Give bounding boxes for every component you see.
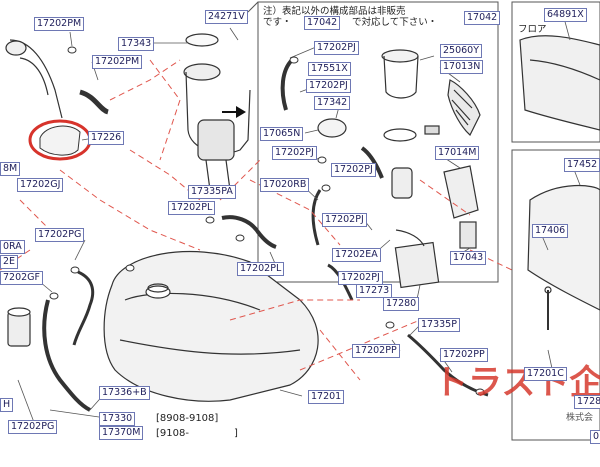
part-label[interactable]: 17335PA <box>188 185 236 199</box>
part-label[interactable]: 0RA <box>0 240 25 254</box>
part-label[interactable]: 17202PJ <box>306 79 351 93</box>
part-label[interactable]: 17202PP <box>440 348 488 362</box>
part-label[interactable]: 17330 <box>99 412 136 426</box>
part-label[interactable]: 17202PL <box>168 201 216 215</box>
date-range-2-close: ] <box>234 428 238 439</box>
part-label[interactable]: 17202PM <box>92 55 143 69</box>
part-label[interactable]: 2E <box>0 255 19 269</box>
part-label[interactable]: 17370M <box>99 426 144 440</box>
part-label[interactable]: 17336+B <box>99 386 150 400</box>
part-label[interactable]: 17202PJ <box>272 146 317 160</box>
part-label[interactable]: 17042 <box>304 16 341 30</box>
part-label[interactable]: 17201C <box>524 367 567 381</box>
part-label[interactable]: 17202PG <box>8 420 58 434</box>
floor-box-frame <box>511 1 600 143</box>
part-label[interactable]: 17202PM <box>34 17 85 31</box>
part-label[interactable]: 17202PG <box>35 228 85 242</box>
fuel-tank <box>103 250 319 402</box>
part-label[interactable]: 17280 <box>383 297 420 311</box>
part-label[interactable]: 17335P <box>418 318 460 332</box>
part-label[interactable]: 17043 <box>450 251 487 265</box>
shield-panel <box>527 184 600 330</box>
detail-box-corner <box>247 1 259 13</box>
part-label[interactable]: 17406 <box>532 224 569 238</box>
part-label[interactable]: 17202PP <box>352 344 400 358</box>
detail-components <box>280 49 481 289</box>
arrow-head-icon <box>236 106 246 118</box>
floor-label: フロア <box>518 24 547 35</box>
part-label[interactable]: 25060Y <box>440 44 483 58</box>
part-label[interactable]: 17202PJ <box>314 41 359 55</box>
part-label[interactable]: 17201 <box>308 390 345 404</box>
part-label[interactable]: 17020RB <box>260 178 310 192</box>
part-label[interactable]: 17343 <box>118 37 155 51</box>
part-label[interactable]: 24271V <box>205 10 248 24</box>
date-range-1: [8908-9108] <box>156 413 219 424</box>
part-label[interactable]: 17202PJ <box>322 213 367 227</box>
part-label[interactable]: 17042 <box>464 11 501 25</box>
part-label[interactable]: 17226 <box>88 131 125 145</box>
detail-note-line2a: です・ <box>263 17 292 28</box>
part-label[interactable]: 7202GF <box>0 271 44 285</box>
canister <box>7 307 31 347</box>
watermark: トラスト企 <box>434 363 600 403</box>
part-label[interactable]: 8M <box>0 162 21 176</box>
part-label[interactable]: 17013N <box>440 60 484 74</box>
part-label[interactable]: H <box>0 398 14 412</box>
date-range-2: [9108- <box>156 428 189 439</box>
fuel-pump-assembly <box>183 33 251 191</box>
watermark-sub: 株式会 <box>566 413 594 423</box>
floor-panel <box>519 35 600 131</box>
part-label[interactable]: 17273 <box>356 284 393 298</box>
hoses-left <box>42 270 95 412</box>
part-label[interactable]: 17202EA <box>332 248 381 262</box>
part-label[interactable]: 17452 <box>564 158 600 172</box>
clamps <box>49 46 485 396</box>
right-box-frame <box>511 149 600 441</box>
part-label[interactable]: 64891X <box>544 8 587 22</box>
highlighted-part <box>28 119 92 161</box>
part-label[interactable]: 17202GJ <box>17 178 64 192</box>
part-label[interactable]: 17202PJ <box>331 163 376 177</box>
filler-neck <box>5 39 109 119</box>
part-label[interactable]: 17342 <box>314 96 351 110</box>
detail-note-line2b: で対応して下さい・ <box>352 17 438 28</box>
part-label[interactable]: 1728 <box>574 395 600 409</box>
part-label[interactable]: 17014M <box>435 146 480 160</box>
part-label[interactable]: 0 <box>590 430 600 444</box>
part-label[interactable]: 17065N <box>260 127 304 141</box>
part-label[interactable]: 17551X <box>308 62 351 76</box>
part-label[interactable]: 17202PJ <box>338 271 383 285</box>
detail-note-line1: 注）表記以外の構成部品は非販売 <box>263 6 406 17</box>
part-label[interactable]: 17202PL <box>237 262 285 276</box>
